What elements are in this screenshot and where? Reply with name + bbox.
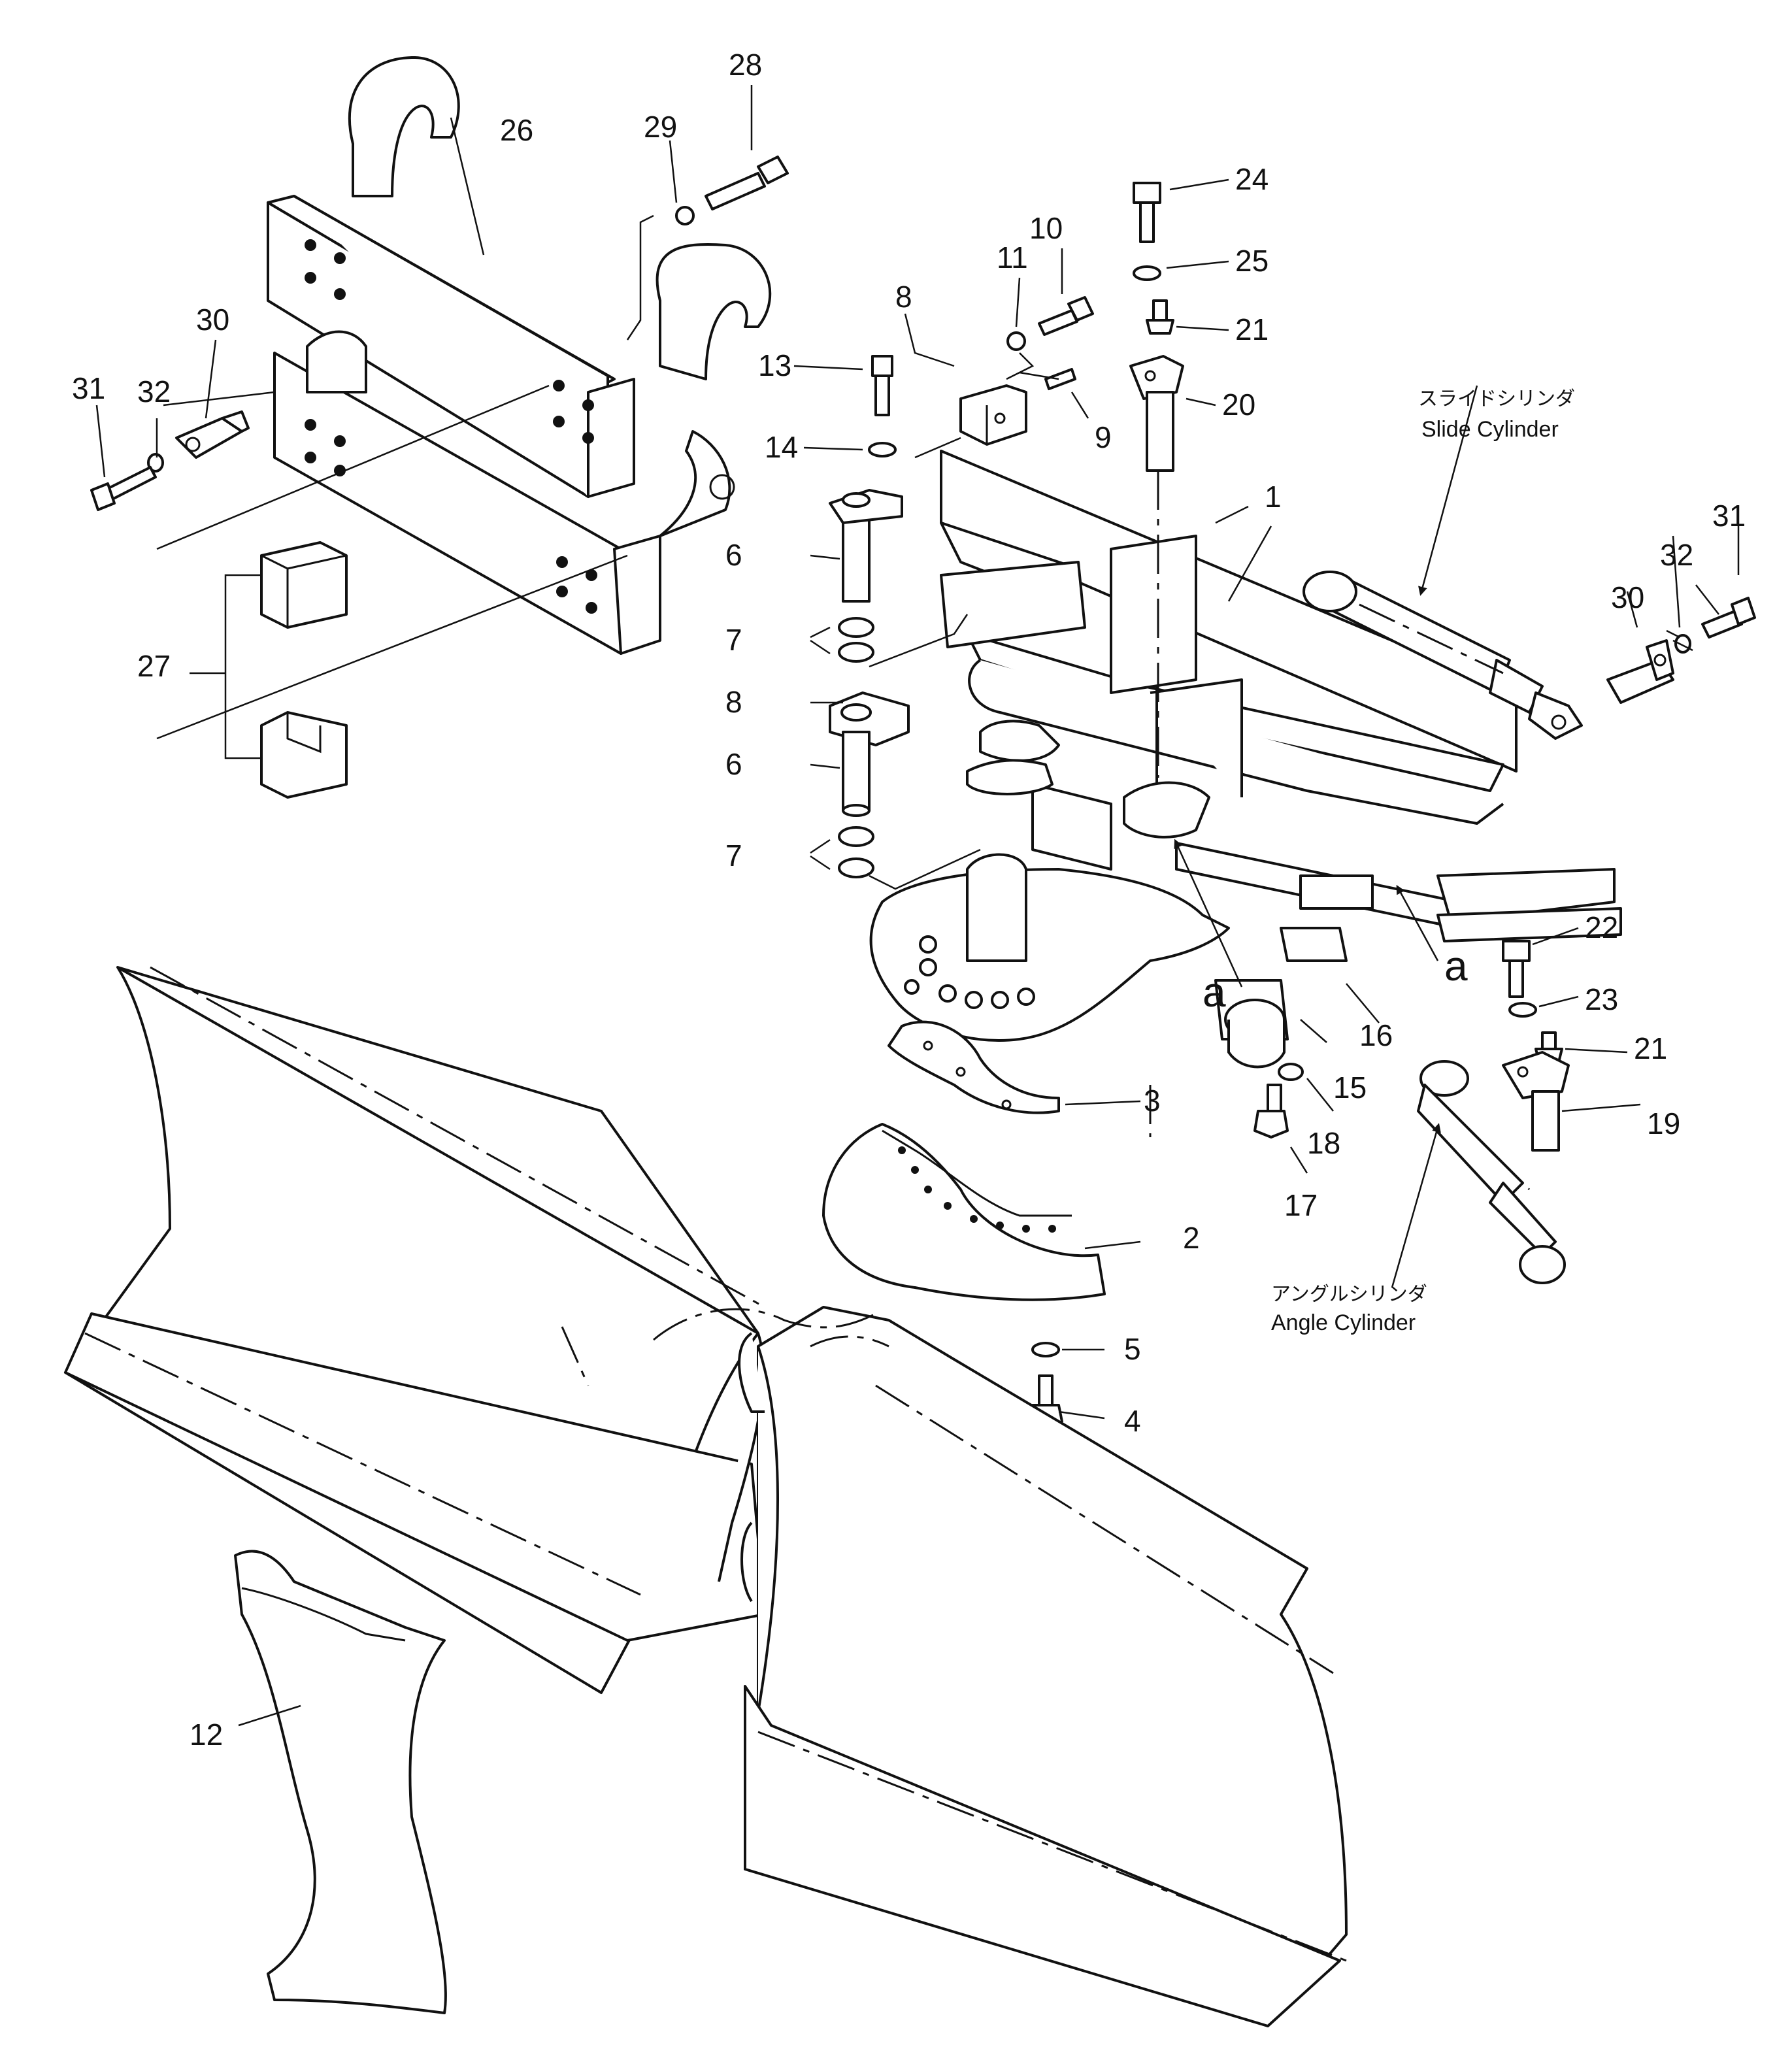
grease-fitting-part-21-upper xyxy=(1146,299,1174,335)
blade-right xyxy=(738,1306,1348,2027)
label-part-21-lower: 21 xyxy=(1634,1031,1667,1065)
label-part-31-left: 31 xyxy=(72,371,105,405)
shim-part-7-upper xyxy=(838,617,874,663)
label-part-17: 17 xyxy=(1284,1188,1318,1222)
label-part-30-right: 30 xyxy=(1611,580,1644,614)
label-part-9: 9 xyxy=(1095,420,1112,454)
label-part-30-left: 30 xyxy=(196,303,229,337)
phantom-lines xyxy=(84,471,1531,1962)
bolt-part-31-left xyxy=(90,466,157,511)
callout-labels: スライドシリンダ Slide Cylinder アングルシリンダ Angle C… xyxy=(1271,388,1575,1335)
angle-cylinder-label-en: Angle Cylinder xyxy=(1271,1310,1416,1335)
swing-frame-part-1 xyxy=(940,450,1622,942)
stopper-part-15 xyxy=(1214,979,1289,1069)
label-part-21-upper: 21 xyxy=(1235,312,1269,346)
pad-part-27 xyxy=(260,541,348,799)
slide-cylinder-label-en: Slide Cylinder xyxy=(1421,417,1559,442)
plate-part-8-upper xyxy=(959,384,1027,446)
bolt-part-13 xyxy=(871,355,893,416)
washer-part-18 xyxy=(1278,1063,1304,1081)
bolt-part-31-right xyxy=(1701,597,1756,639)
pin-part-6-upper xyxy=(829,489,903,603)
bolt-part-17 xyxy=(1253,1084,1289,1139)
slide-cylinder xyxy=(1303,571,1583,740)
mounting-frame-part-26 xyxy=(267,56,772,655)
pin-part-30-left xyxy=(175,410,250,459)
label-part-27: 27 xyxy=(137,649,171,683)
shim-part-7-lower xyxy=(838,826,874,878)
bolt-part-22 xyxy=(1502,940,1531,998)
plate-part-16 xyxy=(1280,927,1348,962)
view-mark-a-left: a xyxy=(1203,969,1226,1016)
circle-mount-plate xyxy=(869,853,1230,1042)
part-number-labels: 1 2 3 4 5 6 6 7 7 8 8 9 10 11 12 13 14 1… xyxy=(72,48,1746,1752)
washer-part-29 xyxy=(675,206,695,225)
label-part-2: 2 xyxy=(1183,1221,1200,1255)
direction-arrows xyxy=(1174,385,1478,1288)
washer-part-25 xyxy=(1133,265,1161,281)
cover-part-2 xyxy=(822,1123,1106,1301)
label-part-7-upper: 7 xyxy=(725,623,742,657)
label-part-26: 26 xyxy=(500,113,533,147)
pin-part-19 xyxy=(1502,1051,1570,1152)
label-part-19: 19 xyxy=(1647,1106,1680,1140)
label-part-20: 20 xyxy=(1222,388,1255,422)
washer-part-11 xyxy=(1006,331,1026,351)
label-part-6-upper: 6 xyxy=(725,538,742,572)
bolt-part-10 xyxy=(1038,296,1094,336)
angle-cylinder-label-jp: アングルシリンダ xyxy=(1271,1283,1427,1306)
label-part-28: 28 xyxy=(729,48,762,82)
label-part-13: 13 xyxy=(758,348,791,382)
pin-part-30-right xyxy=(1606,639,1674,704)
blade-left xyxy=(64,966,766,1694)
view-mark-a-right: a xyxy=(1444,942,1468,989)
label-part-32-right: 32 xyxy=(1660,538,1693,572)
angle-cylinder xyxy=(1417,1060,1566,1284)
label-part-16: 16 xyxy=(1359,1018,1393,1052)
pin-part-9 xyxy=(1044,368,1076,390)
washer-part-14 xyxy=(868,442,897,457)
label-part-1: 1 xyxy=(1265,480,1282,514)
label-part-22: 22 xyxy=(1585,910,1618,944)
washer-part-23 xyxy=(1508,1002,1537,1018)
label-part-4: 4 xyxy=(1124,1404,1141,1438)
label-part-15: 15 xyxy=(1333,1071,1367,1105)
pin-part-6-lower xyxy=(842,731,871,817)
label-part-11: 11 xyxy=(997,241,1028,274)
label-part-8-upper: 8 xyxy=(895,280,912,314)
label-part-23: 23 xyxy=(1585,982,1618,1016)
label-part-14: 14 xyxy=(765,430,798,464)
slide-cylinder-label-jp: スライドシリンダ xyxy=(1418,388,1575,410)
label-part-5: 5 xyxy=(1124,1332,1141,1366)
label-part-6-lower: 6 xyxy=(725,747,742,781)
label-leaders xyxy=(95,85,1740,1727)
view-marks: a a xyxy=(1203,942,1468,1016)
label-part-32-left: 32 xyxy=(137,374,171,408)
washer-part-32-left xyxy=(147,453,164,473)
label-part-10: 10 xyxy=(1029,211,1063,245)
label-part-29: 29 xyxy=(644,110,677,144)
side-plate-part-12 xyxy=(234,1550,447,2014)
label-part-24: 24 xyxy=(1235,162,1269,196)
label-part-7-lower: 7 xyxy=(725,839,742,873)
washer-part-5 xyxy=(1031,1342,1060,1357)
label-part-3: 3 xyxy=(1144,1084,1161,1118)
label-part-12: 12 xyxy=(190,1718,223,1752)
label-part-8-lower: 8 xyxy=(725,685,742,719)
leader-lines xyxy=(156,214,1059,890)
bolt-part-28 xyxy=(705,156,789,210)
shim-part-3 xyxy=(888,1020,1060,1114)
pin-part-20 xyxy=(1129,355,1184,472)
label-part-31-right: 31 xyxy=(1712,499,1746,533)
bolt-part-24 xyxy=(1133,182,1161,243)
label-part-25: 25 xyxy=(1235,244,1269,278)
label-part-18: 18 xyxy=(1307,1126,1340,1160)
